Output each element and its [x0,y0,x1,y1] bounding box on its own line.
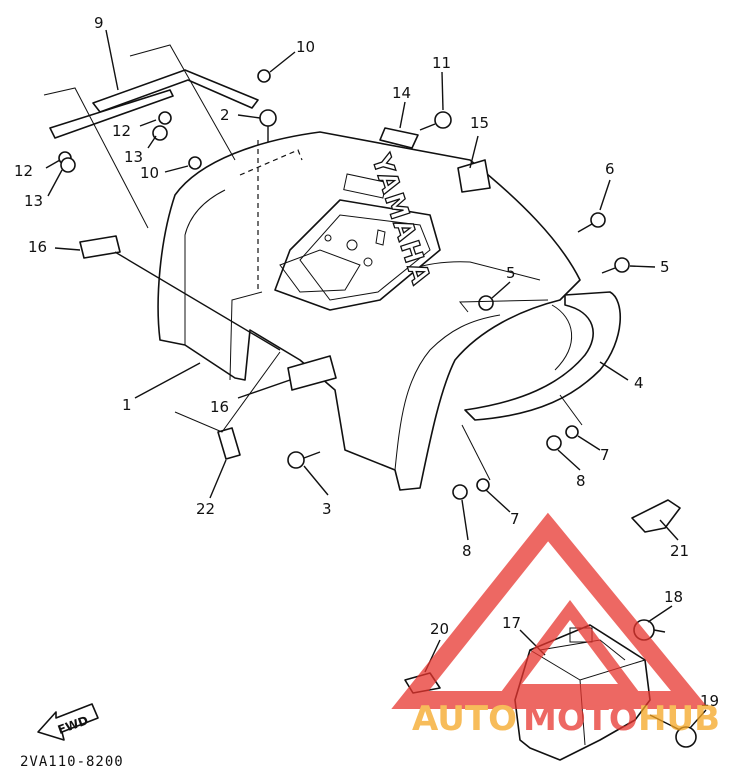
watermark-moto: MOTO [523,699,638,739]
label-part-16b [287,355,337,391]
callout-3: 3 [322,500,332,518]
callout-18: 18 [664,588,683,606]
callout-1: 1 [122,396,132,414]
callout-13: 13 [124,148,143,166]
callout-7: 7 [600,446,610,464]
diagram-code: 2VA110-8200 [20,754,124,770]
callout-4: 4 [634,374,644,392]
watermark-logo: AUTO MOTO HUB [391,512,720,739]
callout-17: 17 [502,614,521,632]
watermark-auto: AUTO [412,699,517,739]
callout-2: 2 [220,106,230,124]
callout-12: 12 [14,162,33,180]
callout-20: 20 [430,620,449,638]
callout-10: 10 [140,164,159,182]
bracket-part-21 [631,499,681,533]
callout-11: 11 [432,54,451,72]
callout-5: 5 [660,258,670,276]
watermark-triangle-outer [391,512,710,709]
callout-8: 8 [576,472,586,490]
label-part-16a [79,235,121,259]
callout-16: 16 [210,398,229,416]
watermark-triangle-inner [498,600,642,696]
callout-10: 10 [296,38,315,56]
callout-22: 22 [196,500,215,518]
callout-8: 8 [462,542,472,560]
callout-9: 9 [94,14,104,32]
callout-14: 14 [392,84,411,102]
callout-13: 13 [24,192,43,210]
stay-bracket-9 [43,44,259,229]
callout-12: 12 [112,122,131,140]
callout-labels: 9 10 10 2 12 13 12 13 11 14 15 6 16 5 5 … [14,14,719,710]
rear-fender-part: YAMAHA [157,131,581,491]
tab-part-14 [379,127,419,149]
tab-part-15 [457,159,491,193]
fwd-arrow: FWD [37,703,99,741]
callout-5: 5 [506,264,516,282]
callout-7: 7 [510,510,520,528]
callout-16: 16 [28,238,47,256]
callout-6: 6 [605,160,615,178]
plate-part-22 [217,427,241,460]
flap-part-4 [464,291,621,421]
watermark-hub: HUB [638,699,720,739]
callout-21: 21 [670,542,689,560]
callout-15: 15 [470,114,489,132]
